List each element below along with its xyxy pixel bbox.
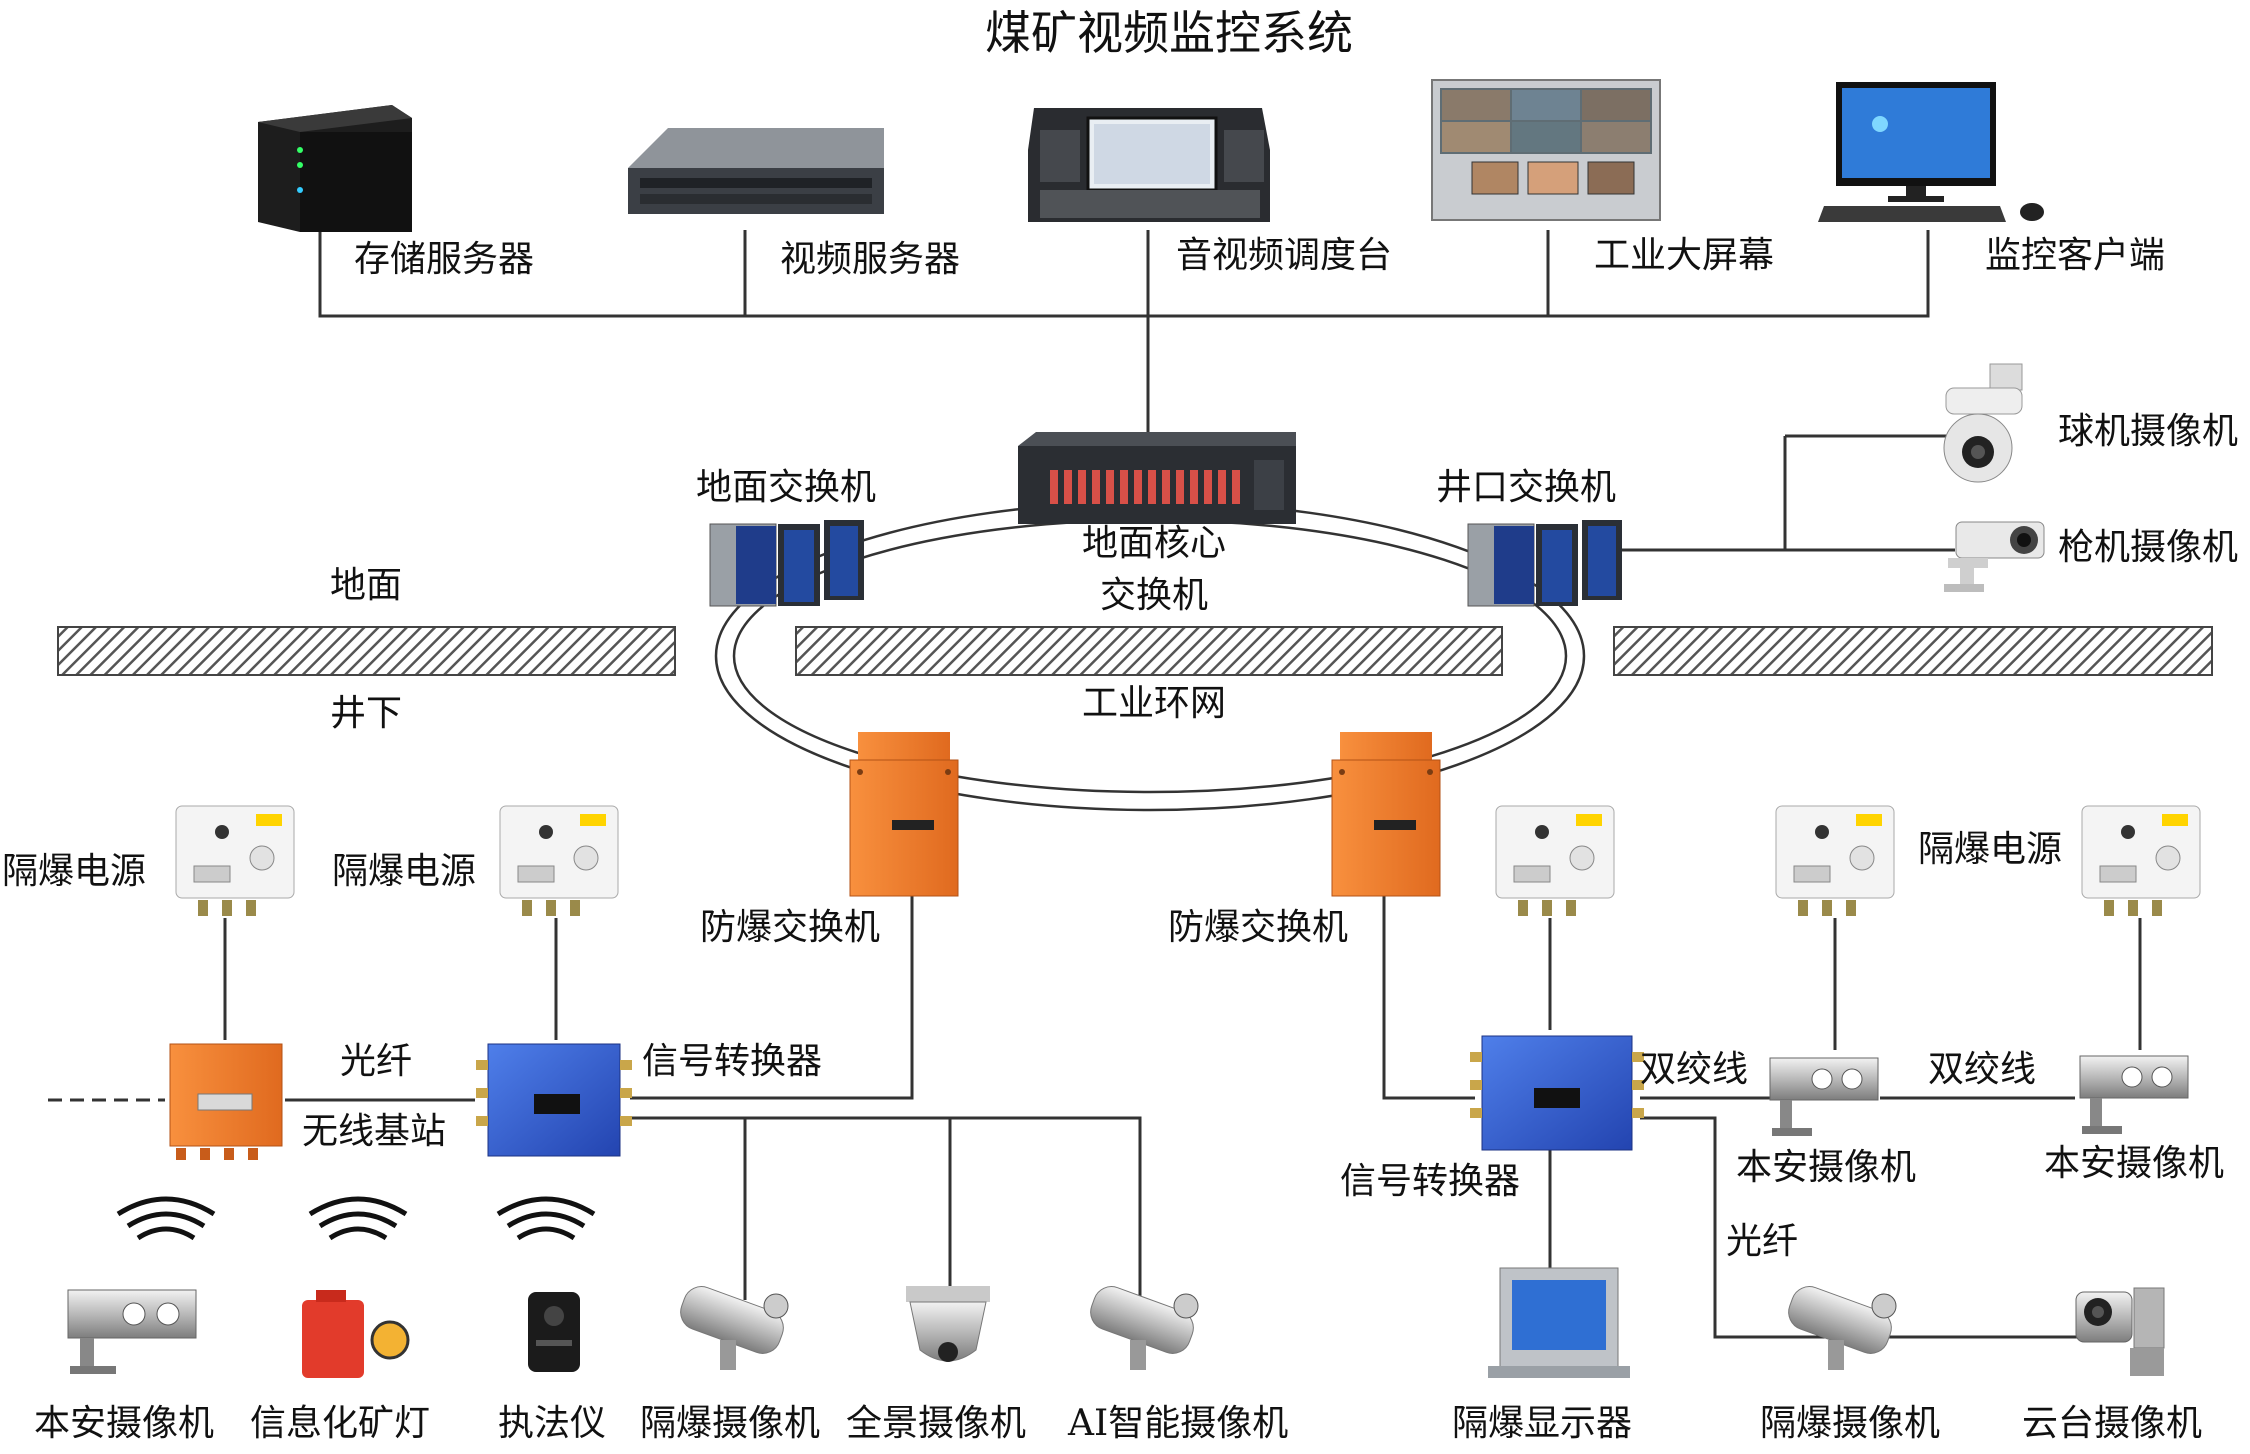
big-screen-icon <box>1431 79 1661 221</box>
converter-left-icon <box>476 1043 632 1157</box>
psu-icon-1 <box>175 805 295 916</box>
ptz-camera-icon <box>2075 1287 2165 1376</box>
label-fiber-right: 光纤 <box>1726 1221 1799 1262</box>
body-camera-icon <box>528 1292 580 1372</box>
label-dome-camera: 球机摄像机 <box>2058 411 2239 452</box>
psu-icon-2 <box>499 805 619 916</box>
monitor-client-icon <box>1818 82 2044 222</box>
wireless-icons <box>116 1196 596 1241</box>
label-converter-left: 信号转换器 <box>642 1041 823 1082</box>
label-ex-camera-bottom-left: 隔爆摄像机 <box>640 1403 821 1444</box>
label-base-station: 无线基站 <box>302 1111 447 1152</box>
intrinsic-camera-icon-bottom <box>67 1289 197 1374</box>
label-ex-switch-right: 防爆交换机 <box>1168 907 1349 948</box>
label-ex-monitor: 隔爆显示器 <box>1452 1403 1633 1444</box>
ex-switch-left-icon <box>849 732 959 897</box>
label-ground: 地面 <box>330 565 403 606</box>
label-underground: 井下 <box>330 693 403 734</box>
label-video-server: 视频服务器 <box>780 239 961 280</box>
video-server-icon <box>628 128 884 214</box>
label-body-camera: 执法仪 <box>498 1403 607 1444</box>
label-mining-lamp: 信息化矿灯 <box>250 1403 431 1444</box>
label-psu-1: 隔爆电源 <box>2 851 147 892</box>
label-intrinsic-camera-right-2: 本安摄像机 <box>2044 1143 2225 1184</box>
dome-camera-icon <box>1943 363 2023 483</box>
label-ground-switch: 地面交换机 <box>696 467 877 508</box>
label-psu-2: 隔爆电源 <box>332 851 477 892</box>
ex-camera-icon-bottom-right <box>1788 1286 1897 1370</box>
label-intrinsic-camera-bottom: 本安摄像机 <box>34 1403 215 1444</box>
label-ex-camera-bottom-right: 隔爆摄像机 <box>1760 1403 1941 1444</box>
label-intrinsic-camera-right-1: 本安摄像机 <box>1736 1147 1917 1188</box>
label-av-console: 音视频调度台 <box>1176 235 1393 276</box>
ex-switch-right-icon <box>1331 732 1441 897</box>
bullet-camera-icon <box>1944 521 2045 592</box>
ex-camera-icon-bottom-left <box>680 1286 789 1370</box>
label-converter-right: 信号转换器 <box>1340 1161 1521 1202</box>
panoramic-camera-icon <box>906 1286 990 1362</box>
label-ex-switch-left: 防爆交换机 <box>700 907 881 948</box>
mining-lamp-icon <box>302 1290 410 1378</box>
label-core-switch-line1: 地面核心 <box>1082 523 1227 564</box>
well-switch-icon <box>1467 520 1622 607</box>
label-big-screen: 工业大屏幕 <box>1594 235 1775 276</box>
label-core-switch-line2: 交换机 <box>1100 575 1209 616</box>
label-ptz-camera: 云台摄像机 <box>2022 1403 2203 1444</box>
base-station-icon <box>169 1043 283 1160</box>
label-twisted-pair-1: 双绞线 <box>1640 1049 1749 1090</box>
ground-switch-icon <box>709 520 864 607</box>
connection-lines <box>48 230 2142 1339</box>
av-console-icon <box>1028 108 1270 222</box>
label-well-switch: 井口交换机 <box>1436 467 1617 508</box>
converter-right-icon <box>1470 1035 1644 1151</box>
ai-camera-icon <box>1090 1286 1199 1370</box>
ex-monitor-icon <box>1488 1267 1630 1378</box>
psu-icon-3 <box>1495 805 1615 916</box>
diagram-title: 煤矿视频监控系统 <box>985 6 1353 60</box>
psu-icon-5 <box>2081 805 2201 916</box>
label-ai-camera: AI智能摄像机 <box>1068 1403 1289 1444</box>
ground-level <box>57 626 2213 676</box>
intrinsic-camera-icon-right-2 <box>2079 1055 2189 1134</box>
core-switch-icon <box>1018 432 1296 524</box>
psu-icon-4 <box>1775 805 1895 916</box>
label-industrial-ring: 工业环网 <box>1082 683 1227 724</box>
label-psu-right: 隔爆电源 <box>1918 829 2063 870</box>
label-storage-server: 存储服务器 <box>354 239 535 280</box>
intrinsic-camera-icon-right-1 <box>1769 1057 1879 1136</box>
label-bullet-camera: 枪机摄像机 <box>2058 527 2239 568</box>
label-monitor-client: 监控客户端 <box>1985 235 2166 276</box>
storage-server-icon <box>258 105 412 232</box>
label-fiber-left: 光纤 <box>340 1041 413 1082</box>
label-twisted-pair-2: 双绞线 <box>1928 1049 2037 1090</box>
label-panoramic-camera: 全景摄像机 <box>846 1403 1027 1444</box>
